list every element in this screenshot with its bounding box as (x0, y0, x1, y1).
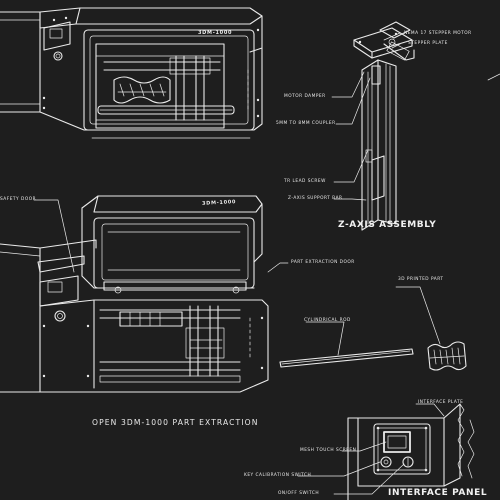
z-axis-title: Z-AXIS ASSEMBLY (338, 220, 437, 230)
interface-panel-title: INTERFACE PANEL (388, 488, 488, 498)
edge-fragment (487, 73, 500, 81)
bottom-machine-open (0, 195, 289, 393)
label-lead-screw: TR LEAD SCREW (284, 179, 326, 184)
brand-label-top: 3DM-1000 (198, 30, 233, 36)
rod-and-part (279, 286, 467, 371)
label-on-off-switch: ON/OFF SWITCH (278, 491, 320, 496)
label-extraction-door: PART EXTRACTION DOOR (291, 260, 355, 265)
label-calibration-switch: KEY CALIBRATION SWITCH (244, 473, 312, 478)
label-support-bar: Z-AXIS SUPPORT BAR (288, 196, 343, 201)
top-machine-closed (0, 7, 263, 139)
label-safety-door: SAFETY DOOR (0, 197, 37, 202)
label-cylindrical-rod: CYLINDRICAL ROD (304, 318, 351, 323)
label-motor-damper: MOTOR DAMPER (284, 94, 326, 99)
label-stepper-motor: NEMA 17 STEPPER MOTOR (404, 31, 472, 36)
label-touch-screen: MESH TOUCH SCREEN (300, 448, 357, 453)
interface-panel-drawing (297, 403, 475, 500)
z-axis-assembly-drawing (331, 21, 415, 231)
label-interface-plate: INTERFACE PLATE (418, 400, 464, 405)
extraction-caption: OPEN 3DM-1000 PART EXTRACTION (92, 418, 259, 427)
label-stepper-plate: STEPPER PLATE (408, 41, 448, 46)
label-coupler: 5MM TO 8MM COUPLER (276, 121, 336, 126)
label-printed-part: 3D PRINTED PART (398, 277, 444, 282)
